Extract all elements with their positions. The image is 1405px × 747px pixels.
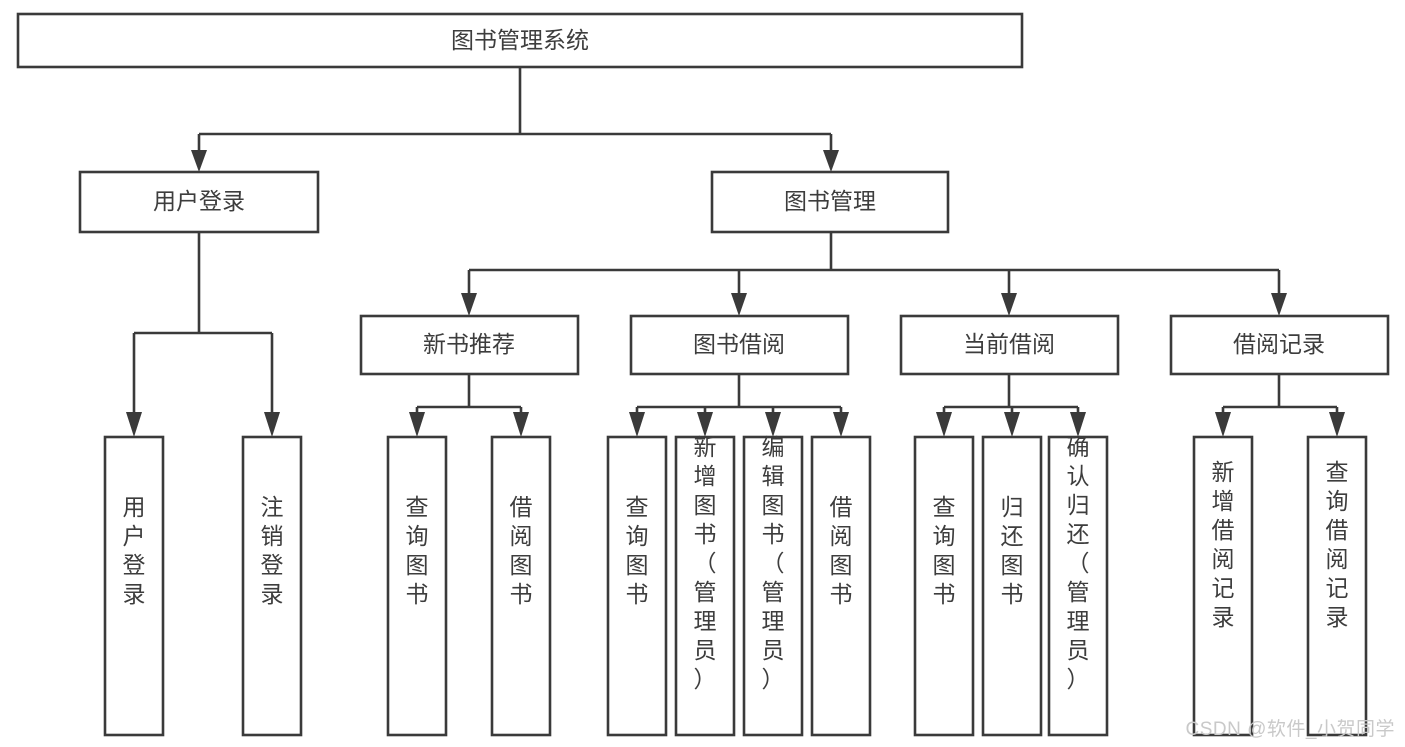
connector-group-borrow-record: [1215, 374, 1345, 437]
leaf-node[interactable]: 归还图书: [981, 435, 1043, 737]
arrow-head-root-to-login: [191, 150, 207, 172]
leaf-book-borrow-2-label: 新增图书（管理员）: [694, 434, 717, 692]
connector-group-book-management: [461, 232, 1287, 316]
node-new-book-recommend[interactable]: 新书推荐: [359, 314, 580, 376]
leaf-book-borrow-1-box: [606, 435, 668, 737]
leaf-user-login-1-box: [103, 435, 165, 737]
leaf-borrow-record-1-box: [1192, 435, 1254, 737]
arrow-head-bookborrow-leaf-2: [697, 412, 713, 437]
leaf-book-borrow-4-label: 借阅图书: [830, 494, 853, 607]
leaf-current-borrow-3-box: [1047, 435, 1109, 737]
leaf-node[interactable]: 借阅图书: [490, 435, 552, 737]
leaf-book-borrow-2-box: [674, 435, 736, 737]
node-book-borrow[interactable]: 图书借阅: [629, 314, 850, 376]
leaf-node[interactable]: 确认归还（管理员）: [1047, 434, 1109, 737]
leaf-book-borrow-1-label: 查询图书: [626, 494, 649, 607]
arrow-head-borrowrecord-leaf-1: [1215, 412, 1231, 437]
node-borrow-record-label: 借阅记录: [1233, 331, 1325, 357]
leaf-new-book-1-label: 查询图书: [406, 494, 429, 607]
leaf-user-login-1-label: 用户登录: [123, 494, 146, 607]
node-book-management-box: [710, 170, 950, 234]
leaf-node[interactable]: 编辑图书（管理员）: [742, 434, 804, 737]
leaf-current-borrow-3-label: 确认归还（管理员）: [1067, 434, 1090, 692]
arrow-head-login-leaf-2: [264, 412, 280, 437]
arrow-head-newbook-leaf-2: [513, 412, 529, 437]
leaf-current-borrow-1-box: [913, 435, 975, 737]
node-borrow-record[interactable]: 借阅记录: [1169, 314, 1390, 376]
connector-group-book-borrow: [629, 374, 849, 437]
node-book-borrow-box: [629, 314, 850, 376]
leaf-current-borrow-2-label: 归还图书: [1001, 494, 1024, 607]
arrow-head-borrowrecord-leaf-2: [1329, 412, 1345, 437]
leaf-current-borrow-2-box: [981, 435, 1043, 737]
leaf-borrow-record-1-label: 新增借阅记录: [1212, 459, 1235, 630]
arrow-head-newbook-leaf-1: [409, 412, 425, 437]
arrow-head-to-new-book: [461, 293, 477, 316]
arrow-head-bookborrow-leaf-4: [833, 412, 849, 437]
leaf-borrow-record-2-label: 查询借阅记录: [1326, 459, 1349, 630]
node-book-management[interactable]: 图书管理: [710, 170, 950, 234]
arrow-head-to-borrow-record: [1271, 293, 1287, 316]
connector-group-user-login: [126, 232, 280, 437]
leaf-book-borrow-3-label: 编辑图书（管理员）: [762, 434, 785, 692]
arrow-head-currentborrow-leaf-1: [936, 412, 952, 437]
arrow-head-currentborrow-leaf-2: [1004, 412, 1020, 437]
leaf-book-borrow-4-box: [810, 435, 872, 737]
node-root-system[interactable]: 图书管理系统: [16, 12, 1024, 69]
leaf-node[interactable]: 查询图书: [913, 435, 975, 737]
leaf-node[interactable]: 注销登录: [241, 435, 303, 737]
leaf-node[interactable]: 查询借阅记录: [1306, 435, 1368, 737]
node-current-borrow-label: 当前借阅: [963, 331, 1055, 357]
leaf-user-login-2-box: [241, 435, 303, 737]
leaf-node[interactable]: 用户登录: [103, 435, 165, 737]
node-new-book-recommend-box: [359, 314, 580, 376]
leaf-new-book-2-box: [490, 435, 552, 737]
leaf-new-book-2-label: 借阅图书: [510, 494, 533, 607]
arrow-head-bookborrow-leaf-1: [629, 412, 645, 437]
node-book-borrow-label: 图书借阅: [693, 331, 785, 357]
leaf-node[interactable]: 查询图书: [606, 435, 668, 737]
arrow-head-bookborrow-leaf-3: [765, 412, 781, 437]
node-book-management-label: 图书管理: [784, 188, 876, 214]
node-current-borrow[interactable]: 当前借阅: [899, 314, 1120, 376]
node-current-borrow-box: [899, 314, 1120, 376]
connector-group-root: [191, 67, 839, 172]
watermark-text: CSDN @软件_小贺同学: [1185, 719, 1395, 740]
leaf-current-borrow-1-label: 查询图书: [933, 494, 956, 607]
node-user-login-label: 用户登录: [153, 188, 245, 214]
leaf-node[interactable]: 查询图书: [386, 435, 448, 737]
node-root-box: [16, 12, 1024, 69]
arrow-head-login-leaf-1: [126, 412, 142, 437]
leaf-user-login-2-label: 注销登录: [261, 494, 284, 607]
node-borrow-record-box: [1169, 314, 1390, 376]
node-user-login[interactable]: 用户登录: [78, 170, 320, 234]
leaf-new-book-1-box: [386, 435, 448, 737]
connector-group-new-book: [409, 374, 529, 437]
leaf-book-borrow-3-box: [742, 435, 804, 737]
leaf-node[interactable]: 借阅图书: [810, 435, 872, 737]
leaf-node[interactable]: 新增图书（管理员）: [674, 434, 736, 737]
arrow-head-to-current-borrow: [1001, 293, 1017, 316]
arrow-head-root-to-bookmgmt: [823, 150, 839, 172]
arrow-head-to-book-borrow: [731, 293, 747, 316]
leaf-borrow-record-2-box: [1306, 435, 1368, 737]
node-user-login-box: [78, 170, 320, 234]
connector-group-current-borrow: [936, 374, 1086, 437]
leaf-node[interactable]: 新增借阅记录: [1192, 435, 1254, 737]
node-new-book-recommend-label: 新书推荐: [423, 331, 515, 357]
node-root-label: 图书管理系统: [451, 27, 589, 53]
arrow-head-currentborrow-leaf-3: [1070, 412, 1086, 437]
